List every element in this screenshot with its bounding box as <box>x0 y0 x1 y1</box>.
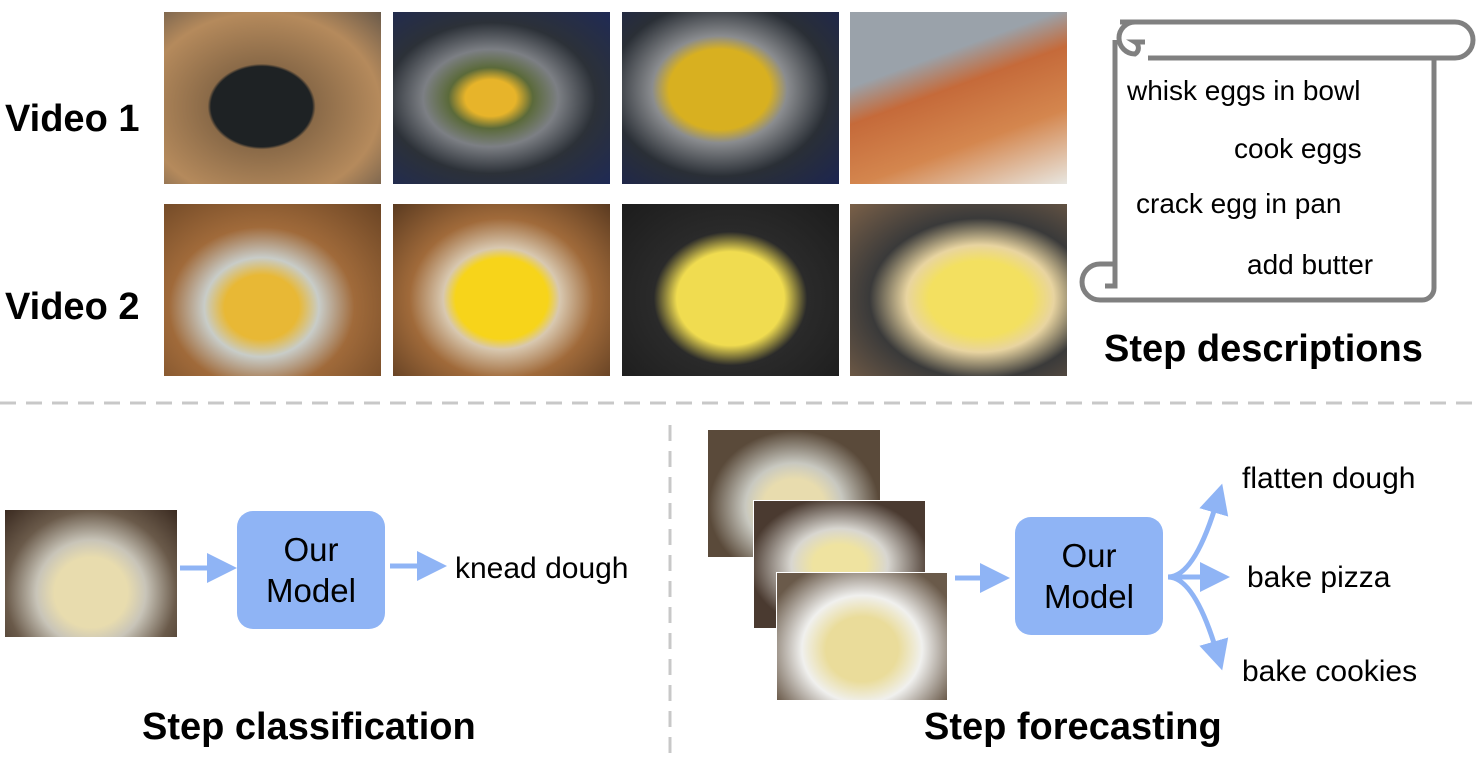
branch-arrow-top <box>1167 483 1229 580</box>
video-1-frame-3 <box>622 12 839 184</box>
forecast-output: bake cookies <box>1242 655 1418 688</box>
video-2-frame-4 <box>850 204 1067 376</box>
model-label-line2: Model <box>266 572 356 609</box>
step-forecasting-title: Step forecasting <box>924 706 1222 748</box>
video-2-frame-2 <box>393 204 610 376</box>
model-label-line1: Our <box>1061 537 1117 574</box>
video-1-label: Video 1 <box>5 98 140 140</box>
scroll-icon <box>1079 19 1476 303</box>
video-1-frame-4 <box>850 12 1067 184</box>
step-description: cook eggs <box>1234 133 1362 164</box>
classification-input-frame <box>5 510 177 637</box>
video-2-label: Video 2 <box>5 286 140 328</box>
video-2-frame-3 <box>622 204 839 376</box>
step-description: add butter <box>1247 249 1374 280</box>
forecast-input-frame-3 <box>776 572 948 701</box>
video-1-frame-2 <box>393 12 610 184</box>
step-description: whisk eggs in bowl <box>1127 75 1361 106</box>
model-label-line2: Model <box>1044 578 1134 615</box>
classification-output: knead dough <box>455 552 629 585</box>
forecast-output: flatten dough <box>1242 462 1416 495</box>
step-description: crack egg in pan <box>1136 188 1342 219</box>
model-label-line1: Our <box>283 531 339 568</box>
video-1-frame-1 <box>164 12 381 184</box>
forecast-output: bake pizza <box>1247 561 1391 594</box>
step-classification-title: Step classification <box>142 706 476 748</box>
step-descriptions-title: Step descriptions <box>1104 328 1423 370</box>
branch-arrow-bottom <box>1167 574 1229 671</box>
video-2-frame-1 <box>164 204 381 376</box>
